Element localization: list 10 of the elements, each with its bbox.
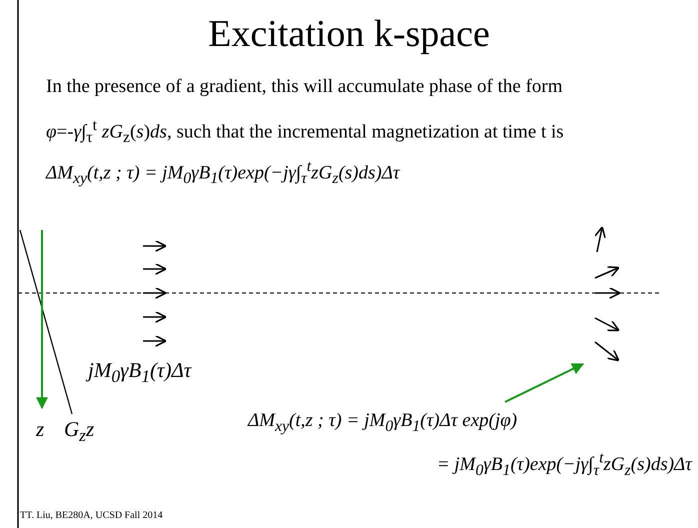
axis-label: z <box>36 417 44 442</box>
equation: = jM$_{0}$γB$_{1}$(τ)exp(−jγ∫$_{τ}$$^{t}$zG$_{z}$(s)ds)Δτ <box>436 454 692 476</box>
body-text: In the presence of a gradient, this will accumulate phase of the form <box>46 76 562 98</box>
slide-title: Excitation k-space <box>207 12 491 56</box>
equation: ΔM$_{xy}$(t,z ; τ) = jM$_{0}$γB$_{1}$(τ)exp(−jγ∫$_{τ}$$^{t}$zG$_{z}$(s)ds)Δτ <box>46 158 400 188</box>
equation: jM$_{0}$γB$_{1}$(τ)Δτ <box>88 358 192 388</box>
axis-label: G$_{z}$z <box>64 417 94 446</box>
body-text: φ=-γ∫$_{τ}$$^{t}$ zG$_{z}$(s)ds, such that the incremental magnetization at time t is <box>46 117 564 148</box>
arrow <box>504 363 584 403</box>
footer-note: TT. Liu, BE280A, UCSD Fall 2014 <box>20 510 163 521</box>
